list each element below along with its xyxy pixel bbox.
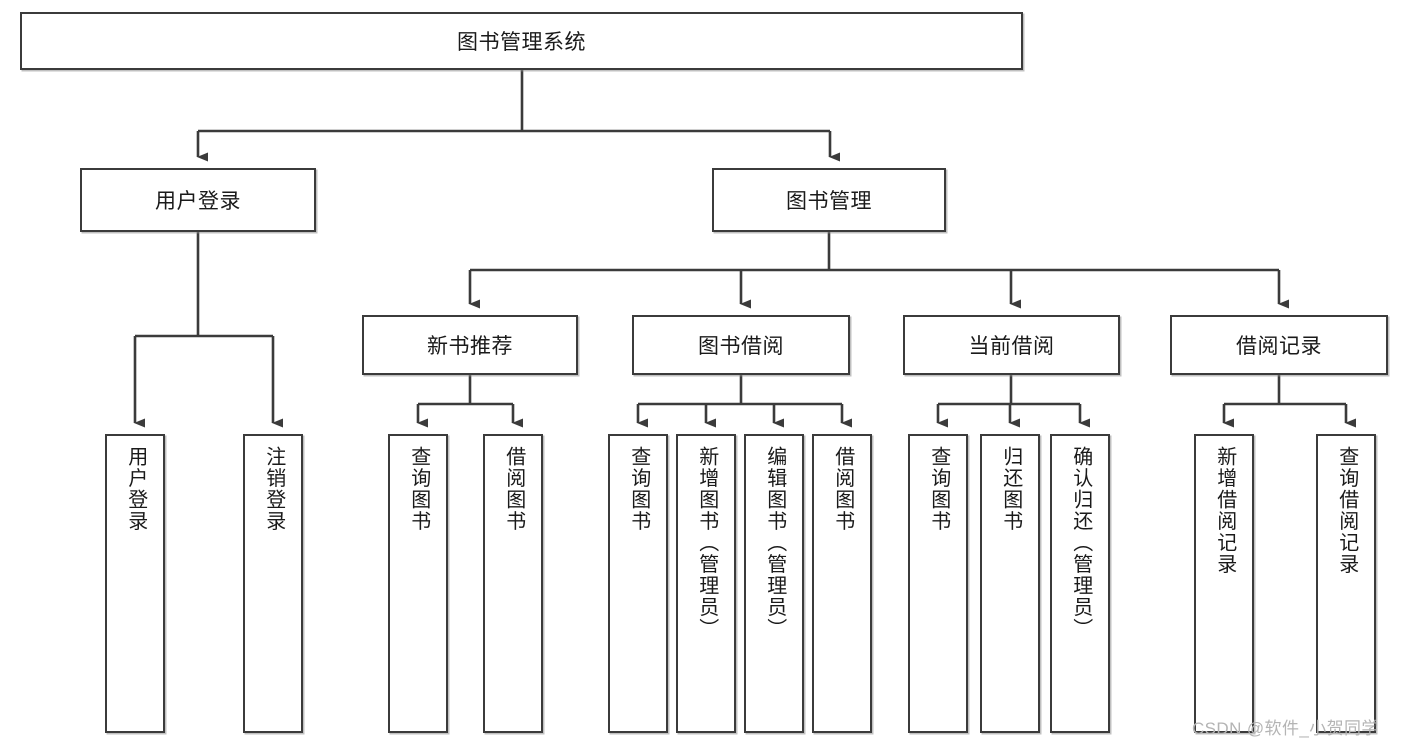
node-label: 归还图书 [999, 446, 1022, 532]
node-label: 借阅记录 [1236, 335, 1322, 358]
node-user-login[interactable]: 用户登录 [80, 168, 316, 232]
leaf-return-book[interactable]: 归还图书 [980, 434, 1040, 733]
leaf-confirm-return[interactable]: 确认归还（管理员） [1050, 434, 1110, 733]
node-label: 用户登录 [124, 446, 147, 532]
leaf-edit-book[interactable]: 编辑图书（管理员） [744, 434, 804, 733]
leaf-user-login[interactable]: 用户登录 [105, 434, 165, 733]
node-label: 确认归还（管理员） [1069, 446, 1092, 640]
node-label: 借阅图书 [502, 446, 525, 532]
node-label: 新增借阅记录 [1213, 446, 1236, 575]
node-new-book-recommend[interactable]: 新书推荐 [362, 315, 578, 375]
csdn-watermark: CSDN @软件_小贺同学 [1192, 719, 1379, 738]
node-book-borrow[interactable]: 图书借阅 [632, 315, 850, 375]
node-current-borrow[interactable]: 当前借阅 [903, 315, 1120, 375]
leaf-query-book[interactable]: 查询图书 [608, 434, 668, 733]
leaf-add-record[interactable]: 新增借阅记录 [1194, 434, 1254, 733]
node-label: 查询借阅记录 [1335, 446, 1358, 575]
leaf-logout[interactable]: 注销登录 [243, 434, 303, 733]
leaf-add-book[interactable]: 新增图书（管理员） [676, 434, 736, 733]
node-label: 借阅图书 [831, 446, 854, 532]
node-label: 查询图书 [627, 446, 650, 532]
node-label: 编辑图书（管理员） [763, 446, 786, 640]
node-label: 用户登录 [155, 190, 241, 213]
node-label: 新书推荐 [427, 335, 513, 358]
leaf-query-record[interactable]: 查询借阅记录 [1316, 434, 1376, 733]
leaf-borrow-book-rec[interactable]: 借阅图书 [483, 434, 543, 733]
node-label: 图书管理系统 [457, 31, 586, 54]
node-label: 查询图书 [407, 446, 430, 532]
node-borrow-record[interactable]: 借阅记录 [1170, 315, 1388, 375]
node-book-manage[interactable]: 图书管理 [712, 168, 946, 232]
node-label: 新增图书（管理员） [695, 446, 718, 640]
leaf-query-book-cur[interactable]: 查询图书 [908, 434, 968, 733]
node-label: 图书借阅 [698, 335, 784, 358]
leaf-borrow-book[interactable]: 借阅图书 [812, 434, 872, 733]
leaf-query-book-rec[interactable]: 查询图书 [388, 434, 448, 733]
node-label: 注销登录 [262, 446, 285, 532]
node-root[interactable]: 图书管理系统 [20, 12, 1023, 70]
node-label: 查询图书 [927, 446, 950, 532]
node-label: 当前借阅 [968, 335, 1055, 358]
node-label: 图书管理 [786, 190, 872, 213]
